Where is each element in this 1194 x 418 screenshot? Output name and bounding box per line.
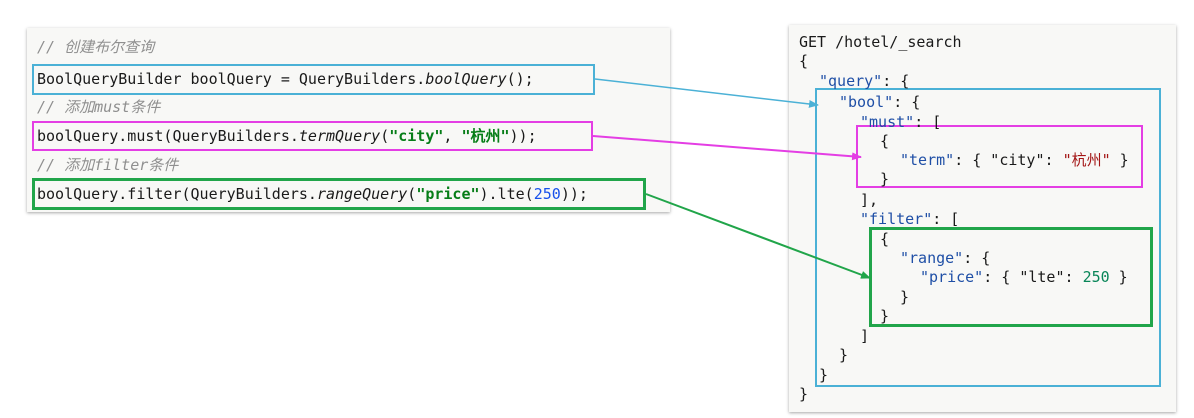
comment-add-filter: // 添加filter条件 — [37, 156, 179, 174]
arrow-bool-to-json — [594, 78, 819, 108]
json-bool-close: } — [839, 346, 849, 364]
json-filter-array-close: ] — [860, 327, 870, 345]
json-bool-line: "bool": { — [839, 93, 921, 111]
json-range-line: "range": { — [900, 249, 991, 267]
bool-query-builder-box — [32, 64, 595, 95]
code-line-must: boolQuery.must(QueryBuilders.termQuery("… — [37, 127, 537, 145]
json-filter-obj-open: { — [880, 230, 890, 248]
json-query-line: "query": { — [819, 72, 910, 90]
filter-query-box — [32, 178, 646, 210]
request-line: GET /hotel/_search — [799, 33, 962, 51]
json-root-open: { — [799, 52, 809, 70]
json-must-obj-close: } — [880, 170, 890, 188]
arrow-must-to-json — [592, 135, 862, 161]
json-filter-line: "filter": [ — [860, 210, 960, 228]
json-range-close: } — [900, 288, 910, 306]
must-query-box — [32, 121, 593, 151]
comment-create-bool-query: // 创建布尔查询 — [37, 38, 155, 56]
comment-add-must: // 添加must条件 — [37, 98, 161, 116]
arrow-filter-to-json — [645, 193, 871, 279]
bool-json-box — [815, 88, 1161, 387]
json-must-line: "must": [ — [860, 113, 942, 131]
json-term-line: "term": { "city": "杭州" } — [900, 151, 1129, 169]
json-root-close: } — [799, 385, 809, 403]
code-line-bool-query: BoolQueryBuilder boolQuery = QueryBuilde… — [37, 70, 534, 88]
json-price-line: "price": { "lte": 250 } — [920, 268, 1128, 286]
json-must-obj-open: { — [880, 132, 890, 150]
json-query-close: } — [819, 366, 829, 384]
java-code-panel — [27, 28, 670, 212]
json-filter-obj-close: } — [880, 307, 890, 325]
json-must-array-close: ], — [860, 191, 879, 209]
code-line-filter: boolQuery.filter(QueryBuilders.rangeQuer… — [37, 185, 588, 203]
